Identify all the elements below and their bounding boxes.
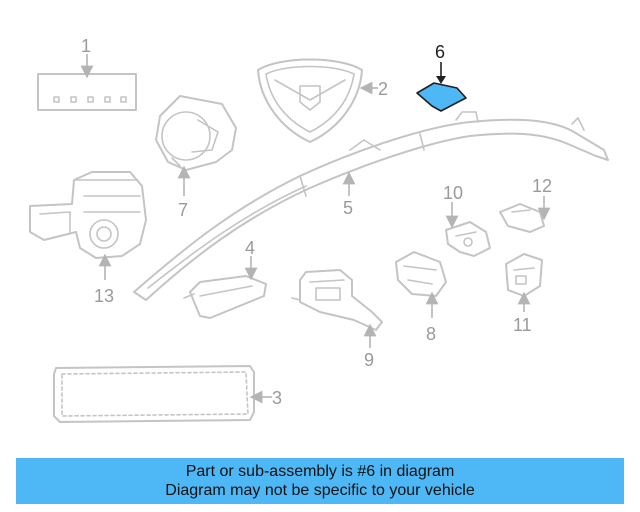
callout-11: 11	[513, 315, 532, 335]
callout-7: 7	[178, 200, 188, 220]
part-7-sensor-module[interactable]	[155, 95, 237, 171]
parts-diagram: 1 2 7 13 5	[29, 36, 609, 423]
callout-8: 8	[426, 324, 436, 344]
callout-13: 13	[94, 286, 114, 306]
callout-4: 4	[245, 238, 255, 258]
part-3-strip[interactable]	[53, 365, 255, 423]
part-8-module[interactable]	[395, 251, 447, 297]
callout-1: 1	[81, 36, 91, 56]
callout-12: 12	[532, 176, 552, 196]
arrowhead-6	[436, 76, 446, 84]
part-2-steering-wheel-airbag[interactable]	[257, 58, 363, 143]
part-10-sensor[interactable]	[445, 221, 491, 257]
callout-5: 5	[343, 198, 353, 218]
part-6-highlighted-bracket[interactable]	[416, 82, 467, 112]
part-4-knee-airbag[interactable]	[183, 275, 267, 319]
part-5-curtain-airbag[interactable]	[133, 111, 609, 301]
callout-2: 2	[378, 79, 388, 99]
callout-3: 3	[272, 388, 282, 408]
part-9-seat-airbag[interactable]	[291, 269, 383, 331]
banner-line-2: Diagram may not be specific to your vehi…	[165, 482, 475, 499]
part-13-passenger-airbag[interactable]	[29, 171, 147, 259]
banner-line-1: Part or sub-assembly is #6 in diagram	[185, 463, 455, 480]
part-12-sensor[interactable]	[499, 203, 545, 233]
part-1-connector[interactable]	[37, 73, 137, 111]
callout-6: 6	[435, 42, 445, 62]
part-11-sensor[interactable]	[505, 253, 543, 297]
callout-10: 10	[443, 183, 463, 203]
callout-9: 9	[364, 350, 374, 370]
info-banner: Part or sub-assembly is #6 in diagram Di…	[16, 458, 624, 504]
